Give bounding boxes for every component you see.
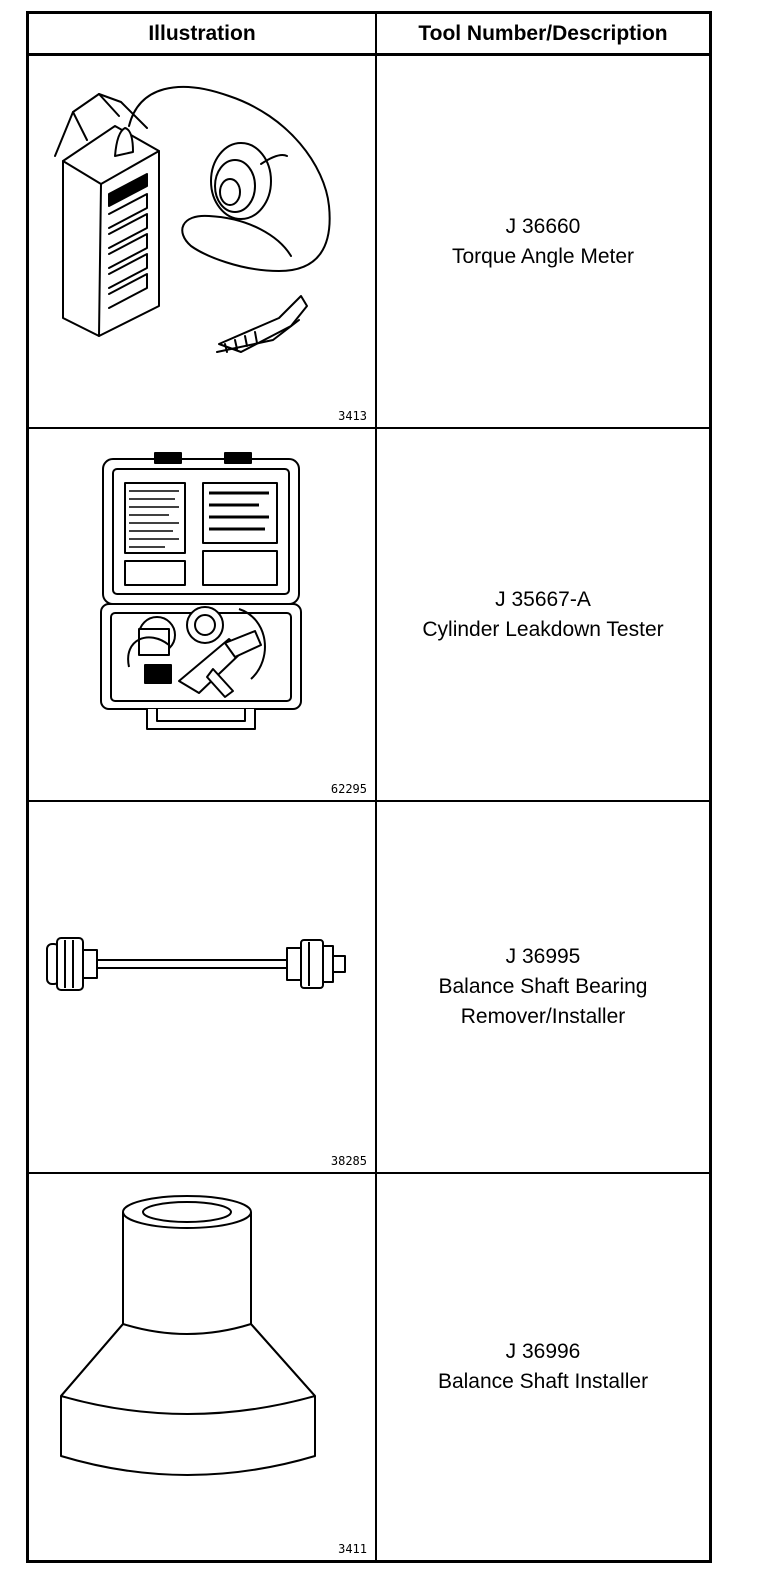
illustration-cell: 38285 xyxy=(29,802,375,1172)
figure-number: 38285 xyxy=(330,1154,367,1168)
table-row: 3413 J 36660 Torque Angle Meter xyxy=(29,56,709,429)
bearing-remover-installer-icon xyxy=(46,937,346,991)
tool-name: Cylinder Leakdown Tester xyxy=(422,617,664,641)
tool-description: J 35667-A Cylinder Leakdown Tester xyxy=(377,429,709,800)
table-row: 3411 J 36996 Balance Shaft Installer xyxy=(29,1174,709,1560)
tool-description: J 36660 Torque Angle Meter xyxy=(377,56,709,427)
column-divider xyxy=(375,14,377,1560)
tool-number: J 36996 xyxy=(505,1340,581,1363)
torque-angle-meter-icon xyxy=(54,85,331,353)
tool-description: J 36995 Balance Shaft Bearing Remover/In… xyxy=(377,802,709,1172)
figure-number: 3413 xyxy=(338,409,367,423)
tool-name-line-2: Remover/Installer xyxy=(460,1005,626,1028)
header-illustration: Illustration xyxy=(148,22,256,45)
header-tool-number: Tool Number/Description xyxy=(418,22,668,45)
table-row: 62295 J 35667-A Cylinder Leakdown Tester xyxy=(29,429,709,802)
figure-number: 62295 xyxy=(330,782,367,796)
tool-number: J 35667-A xyxy=(495,587,591,611)
leakdown-tester-case-icon xyxy=(100,452,302,730)
tool-name-line-1: Balance Shaft Bearing xyxy=(438,975,648,998)
tool-name: Balance Shaft Installer xyxy=(437,1370,649,1393)
tool-number: J 36995 xyxy=(505,945,581,968)
tool-number: J 36660 xyxy=(505,214,581,238)
table-header: Illustration Tool Number/Description xyxy=(29,14,709,56)
illustration-cell: 3413 xyxy=(29,56,375,427)
illustration-cell: 3411 xyxy=(29,1174,375,1560)
tool-table: Illustration Tool Number/Description xyxy=(26,11,712,1563)
tool-description: J 36996 Balance Shaft Installer xyxy=(377,1174,709,1560)
table-row: 38285 J 36995 Balance Shaft Bearing Remo… xyxy=(29,802,709,1174)
illustration-cell: 62295 xyxy=(29,429,375,800)
tool-name: Torque Angle Meter xyxy=(451,244,635,268)
figure-number: 3411 xyxy=(338,1542,367,1556)
balance-shaft-installer-icon xyxy=(60,1195,316,1476)
